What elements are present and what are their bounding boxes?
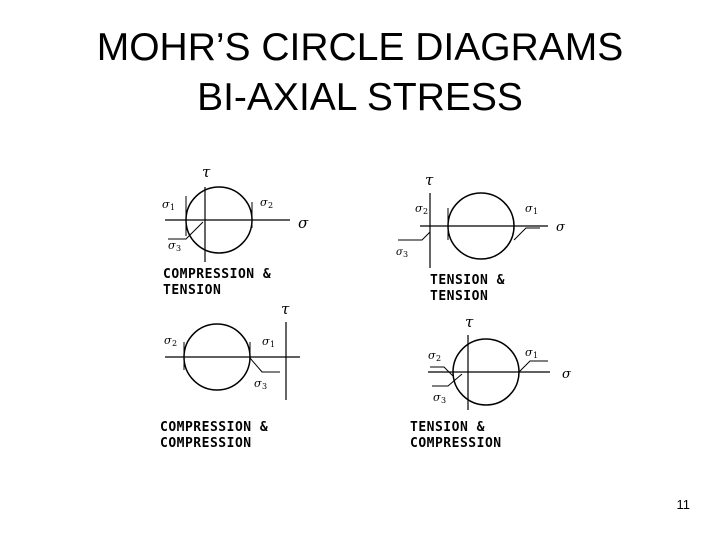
sigma-left-subscript: 2 (423, 207, 428, 216)
page-title-line-1: MOHR’S CIRCLE DIAGRAMS (96, 26, 624, 69)
sigma-3-leader (249, 342, 280, 373)
diagram-tension-tension: τ σ σ 2 σ 1 σ 3 TENSION & TENSION (396, 171, 566, 304)
tau-label: τ (425, 171, 434, 189)
page-number: 11 (676, 497, 691, 512)
sigma-3-leader (168, 221, 204, 240)
diagram-caption-line-2: COMPRESSION (160, 436, 252, 451)
sigma-right-subscript: 1 (533, 351, 538, 360)
sigma-lower-symbol: σ (433, 391, 441, 404)
page-title-line-2: BI-AXIAL STRESS (197, 76, 523, 119)
sigma-left-symbol: σ (164, 334, 172, 347)
diagram-caption-line-2: TENSION (163, 283, 221, 298)
tau-label: τ (202, 163, 211, 181)
diagram-caption-line-1: TENSION & (410, 420, 485, 435)
sigma-lower-symbol: σ (168, 239, 176, 252)
sigma-lower-subscript: 3 (262, 382, 267, 391)
sigma-right-symbol: σ (525, 202, 533, 215)
diagram-caption-line-2: COMPRESSION (410, 436, 502, 451)
diagram-caption-line-1: COMPRESSION & (163, 267, 271, 282)
sigma-right-symbol: σ (525, 346, 533, 359)
sigma-left-symbol: σ (428, 349, 436, 362)
tau-label: τ (281, 300, 290, 318)
sigma-right-subscript: 2 (268, 201, 273, 210)
sigma-2-leader (430, 366, 454, 377)
sigma-3-leader (398, 231, 431, 241)
sigma-label: σ (556, 220, 566, 235)
sigma-left-subscript: 1 (170, 203, 175, 212)
sigma-1-leader (513, 227, 540, 241)
sigma-left-subscript: 2 (436, 354, 441, 363)
sigma-lower-subscript: 3 (403, 250, 408, 259)
diagram-caption-line-2: TENSION (430, 289, 488, 304)
sigma-1-leader (518, 360, 548, 373)
sigma-right-symbol: σ (262, 335, 270, 348)
diagram-tension-compression: τ σ σ 2 σ 1 σ 3 TENSION & COMPRESSION (410, 313, 572, 451)
tau-label: τ (465, 313, 474, 331)
sigma-lower-subscript: 3 (176, 244, 181, 253)
sigma-lower-symbol: σ (396, 247, 404, 258)
diagram-compression-tension: τ σ σ 1 σ 2 σ 3 COMPRESSION & TENSION (162, 163, 309, 298)
diagram-caption-line-1: COMPRESSION & (160, 420, 268, 435)
sigma-lower-symbol: σ (254, 377, 262, 390)
sigma-3-leader (432, 373, 463, 387)
diagram-compression-compression: τ σ 2 σ 1 σ 3 COMPRESSION & COMPRESSION (160, 300, 300, 451)
sigma-lower-subscript: 3 (441, 396, 446, 405)
sigma-left-symbol: σ (162, 198, 170, 211)
sigma-right-subscript: 1 (270, 340, 275, 349)
sigma-label: σ (562, 367, 572, 382)
sigma-right-symbol: σ (260, 196, 268, 209)
sigma-right-subscript: 1 (533, 207, 538, 216)
sigma-label: σ (298, 214, 309, 232)
diagram-caption-line-1: TENSION & (430, 273, 505, 288)
sigma-left-subscript: 2 (172, 339, 177, 348)
sigma-left-symbol: σ (415, 202, 423, 215)
